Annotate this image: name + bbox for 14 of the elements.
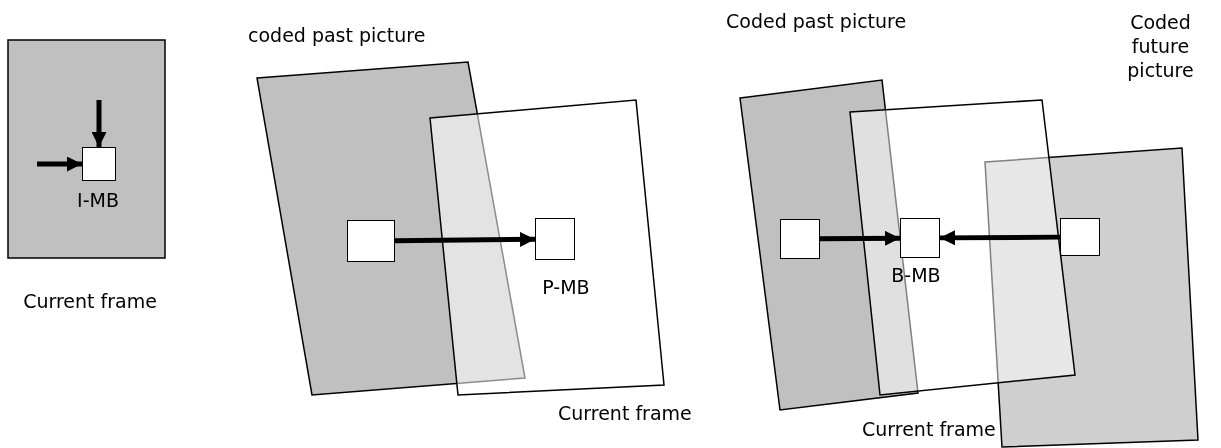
arrow: [37, 156, 82, 172]
macroblock-label: I-MB: [76, 189, 120, 211]
arrow: [394, 231, 536, 247]
arrow: [91, 100, 107, 147]
frame-caption: Current frame: [862, 418, 997, 440]
macroblock-label: B-MB: [890, 264, 942, 286]
frame-caption: Current frame: [558, 402, 693, 424]
frame-caption: Current frame: [22, 290, 158, 312]
frame-caption: Coded future picture: [1126, 10, 1195, 82]
frame-caption: Coded past picture: [726, 10, 908, 32]
arrow: [820, 230, 900, 246]
macroblock-label: P-MB: [541, 276, 591, 298]
frame-caption: coded past picture: [248, 24, 427, 46]
arrow: [940, 230, 1060, 246]
